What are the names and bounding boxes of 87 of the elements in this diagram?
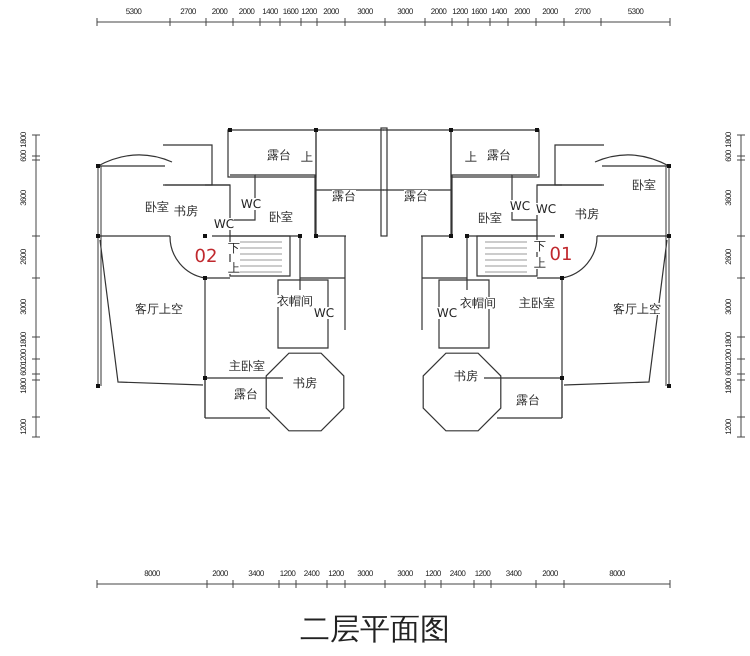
dimension-text: 3400 bbox=[506, 570, 522, 578]
room-label: 衣帽间 bbox=[460, 297, 496, 309]
dimension-text: 3000 bbox=[357, 8, 373, 16]
dimension-text: 1200 bbox=[425, 570, 441, 578]
dimension-text: 3000 bbox=[20, 299, 28, 315]
dimension-text: 600 bbox=[20, 364, 28, 376]
room-label: 卧室 bbox=[145, 201, 169, 213]
room-label: 衣帽间 bbox=[277, 295, 313, 307]
dimension-text: 2600 bbox=[20, 249, 28, 265]
room-label: WC bbox=[214, 218, 234, 230]
dimension-text: 1200 bbox=[20, 419, 28, 435]
dimension-text: 2400 bbox=[304, 570, 320, 578]
dimension-text: 5300 bbox=[628, 8, 644, 16]
room-label: 书房 bbox=[293, 377, 317, 389]
dimension-text: 2000 bbox=[514, 8, 530, 16]
room-label: 书房 bbox=[454, 370, 478, 382]
dimension-text: 2400 bbox=[450, 570, 466, 578]
dimension-text: 2000 bbox=[238, 8, 254, 16]
dimension-text: 2000 bbox=[212, 8, 228, 16]
room-label: WC bbox=[536, 203, 556, 215]
dimension-text: 600 bbox=[725, 364, 733, 376]
dimension-text: 600 bbox=[20, 150, 28, 162]
drawing-title: 二层平面图 bbox=[300, 615, 450, 645]
room-label: WC bbox=[240, 198, 262, 210]
dimension-text: 1800 bbox=[20, 132, 28, 148]
dimension-text: 1200 bbox=[725, 349, 733, 365]
dimension-text: 1200 bbox=[328, 570, 344, 578]
dimension-text: 2000 bbox=[542, 8, 558, 16]
room-label: 主卧室 bbox=[229, 360, 265, 372]
dimension-text: 1800 bbox=[20, 378, 28, 394]
room-label: 露台 bbox=[234, 388, 258, 400]
room-label: 卧室 bbox=[478, 212, 502, 224]
dimension-text: 1800 bbox=[725, 378, 733, 394]
room-label: 卧室 bbox=[632, 179, 656, 191]
unit-number: 02 bbox=[194, 248, 218, 266]
dimension-text: 8000 bbox=[144, 570, 160, 578]
dimension-text: 2000 bbox=[430, 8, 446, 16]
room-label: 下 bbox=[534, 240, 546, 252]
room-label: 书房 bbox=[174, 205, 198, 217]
dimension-text: 3000 bbox=[397, 570, 413, 578]
room-label: 客厅上空 bbox=[135, 303, 183, 315]
dimension-text: 2000 bbox=[212, 570, 228, 578]
room-label: 上 bbox=[228, 262, 240, 274]
dimension-text: 1200 bbox=[474, 570, 490, 578]
dimension-text: 5300 bbox=[126, 8, 142, 16]
dimension-text: 2000 bbox=[323, 8, 339, 16]
dimension-text: 1200 bbox=[452, 8, 468, 16]
dimension-text: 1200 bbox=[725, 419, 733, 435]
dimension-text: 1200 bbox=[20, 349, 28, 365]
room-label: WC bbox=[510, 200, 530, 212]
dimension-text: 2000 bbox=[542, 570, 558, 578]
dimension-text: 3600 bbox=[20, 190, 28, 206]
room-label: WC bbox=[314, 307, 334, 319]
dimension-text: 3000 bbox=[357, 570, 373, 578]
dimension-text: 8000 bbox=[609, 570, 625, 578]
dimension-text: 1600 bbox=[471, 8, 487, 16]
dimension-text: 1600 bbox=[282, 8, 298, 16]
dimension-text: 3600 bbox=[725, 190, 733, 206]
room-label: 卧室 bbox=[269, 211, 293, 223]
room-label: 客厅上空 bbox=[613, 303, 661, 315]
room-label: WC bbox=[436, 307, 458, 319]
room-label: 下 bbox=[228, 242, 240, 254]
dimension-text: 1800 bbox=[20, 332, 28, 348]
dimension-text: 1200 bbox=[301, 8, 317, 16]
room-label: 露台 bbox=[267, 149, 291, 161]
dimension-text: 2700 bbox=[574, 8, 590, 16]
dimension-text: 600 bbox=[725, 150, 733, 162]
dimension-text: 1400 bbox=[491, 8, 507, 16]
dimension-text: 3000 bbox=[725, 299, 733, 315]
dimension-text: 2600 bbox=[725, 249, 733, 265]
room-label: 露台 bbox=[332, 190, 356, 202]
dimension-text: 3400 bbox=[248, 570, 264, 578]
room-label: 主卧室 bbox=[519, 297, 555, 309]
room-label: 露台 bbox=[404, 190, 428, 202]
room-label: 上 bbox=[534, 257, 546, 269]
dimension-text: 2700 bbox=[180, 8, 196, 16]
dimension-text: 1200 bbox=[280, 570, 296, 578]
dimension-text: 3000 bbox=[397, 8, 413, 16]
room-label: 书房 bbox=[575, 208, 599, 220]
room-label: 露台 bbox=[516, 394, 540, 406]
room-label: 上 bbox=[301, 151, 313, 163]
unit-number: 01 bbox=[550, 246, 572, 264]
room-label: 上 bbox=[465, 151, 477, 163]
dimension-text: 1800 bbox=[725, 332, 733, 348]
room-label: 露台 bbox=[487, 149, 511, 161]
dimension-text: 1800 bbox=[725, 132, 733, 148]
dimension-text: 1400 bbox=[262, 8, 278, 16]
